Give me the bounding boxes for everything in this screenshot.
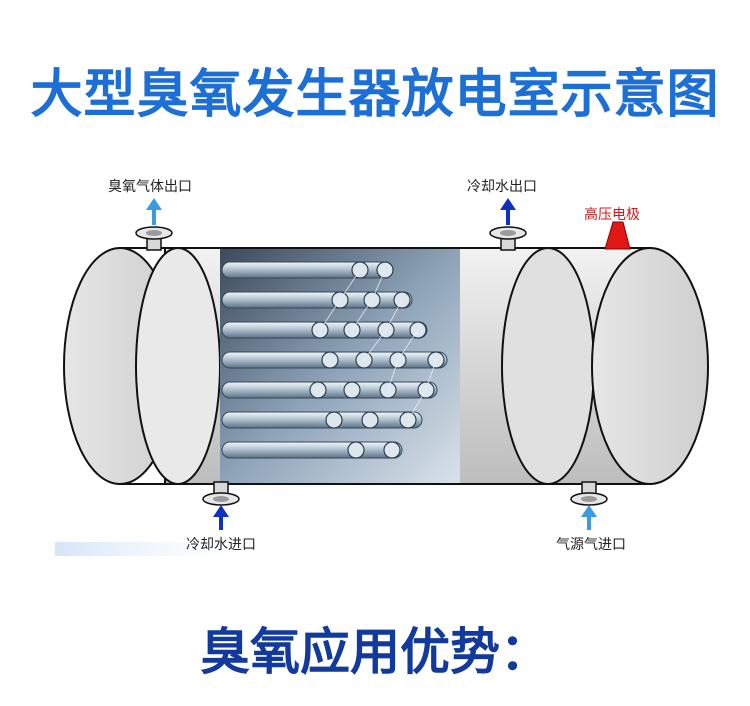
discharge-tubes-cutaway bbox=[220, 249, 460, 483]
nozzle-gas-source-inlet bbox=[571, 482, 607, 505]
hv-electrode bbox=[605, 222, 630, 249]
gas-source-inlet-arrow bbox=[581, 505, 597, 530]
left-flange bbox=[136, 248, 220, 484]
label-ozone-outlet: 臭氧气体出口 bbox=[108, 176, 192, 196]
nozzle-cooling-water-inlet bbox=[203, 482, 239, 505]
label-cooling-water-inlet: 冷却水进口 bbox=[186, 534, 256, 554]
label-cooling-water-outlet: 冷却水出口 bbox=[467, 176, 537, 196]
nozzle-cooling-water-outlet bbox=[490, 227, 526, 250]
right-flange bbox=[502, 248, 594, 484]
ozone-outlet-arrow bbox=[146, 198, 162, 225]
section-heading: 臭氧应用优势： bbox=[0, 612, 750, 684]
label-hv-electrode: 高压电极 bbox=[584, 204, 640, 224]
label-gas-source-inlet: 气源气进口 bbox=[556, 534, 626, 554]
cooling-water-outlet-arrow bbox=[500, 198, 516, 225]
cooling-water-inlet-arrow bbox=[213, 505, 229, 530]
right-end-cap bbox=[592, 248, 708, 484]
nozzle-ozone-outlet bbox=[136, 227, 172, 250]
